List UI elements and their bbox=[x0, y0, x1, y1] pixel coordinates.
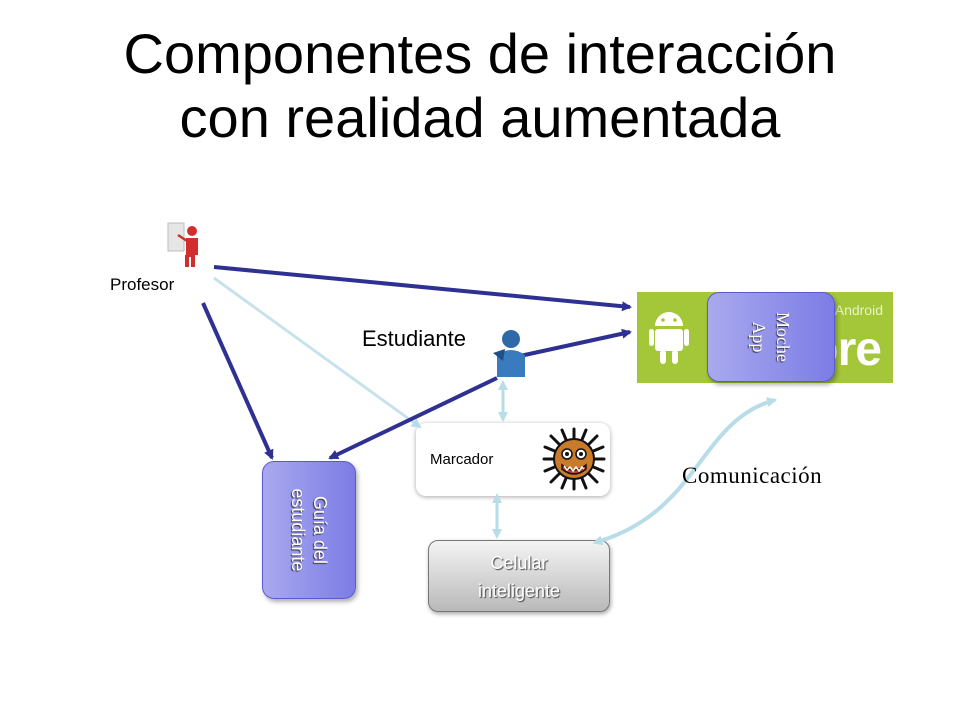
comunicacion-label: Comunicación bbox=[682, 463, 823, 488]
teacher-icon bbox=[167, 222, 198, 267]
title-line-2: con realidad aumentada bbox=[179, 86, 781, 149]
smartphone-label: Celular inteligente bbox=[429, 549, 609, 605]
marker-label: Marcador bbox=[430, 451, 494, 468]
android-robot-icon bbox=[649, 312, 689, 364]
slide-title: Componentes de interacción con realidad … bbox=[0, 22, 960, 150]
store-small-text: Android bbox=[834, 302, 883, 318]
student-icon bbox=[493, 330, 525, 377]
moche-app-box[interactable]: Moche App bbox=[707, 292, 835, 382]
student-guide-box[interactable]: Guía del estudiante bbox=[262, 461, 356, 599]
arrow-estudiante-guia bbox=[328, 376, 498, 460]
marker-box[interactable]: Marcador bbox=[416, 423, 610, 496]
title-line-1: Componentes de interacción bbox=[123, 22, 837, 85]
smartphone-line-1: Celular bbox=[490, 553, 548, 573]
arrow-profesor-store bbox=[213, 265, 632, 312]
estudiante-label: Estudiante bbox=[362, 326, 466, 351]
arrow-profesor-marcador bbox=[213, 276, 422, 429]
arrow-estudiante-store bbox=[519, 328, 632, 358]
arrow-comunicacion bbox=[592, 397, 777, 546]
profesor-label: Profesor bbox=[110, 275, 175, 294]
smartphone-line-2: inteligente bbox=[477, 581, 561, 601]
arrow-profesor-guia bbox=[201, 302, 274, 460]
smartphone-box[interactable]: Celular inteligente bbox=[428, 540, 610, 612]
